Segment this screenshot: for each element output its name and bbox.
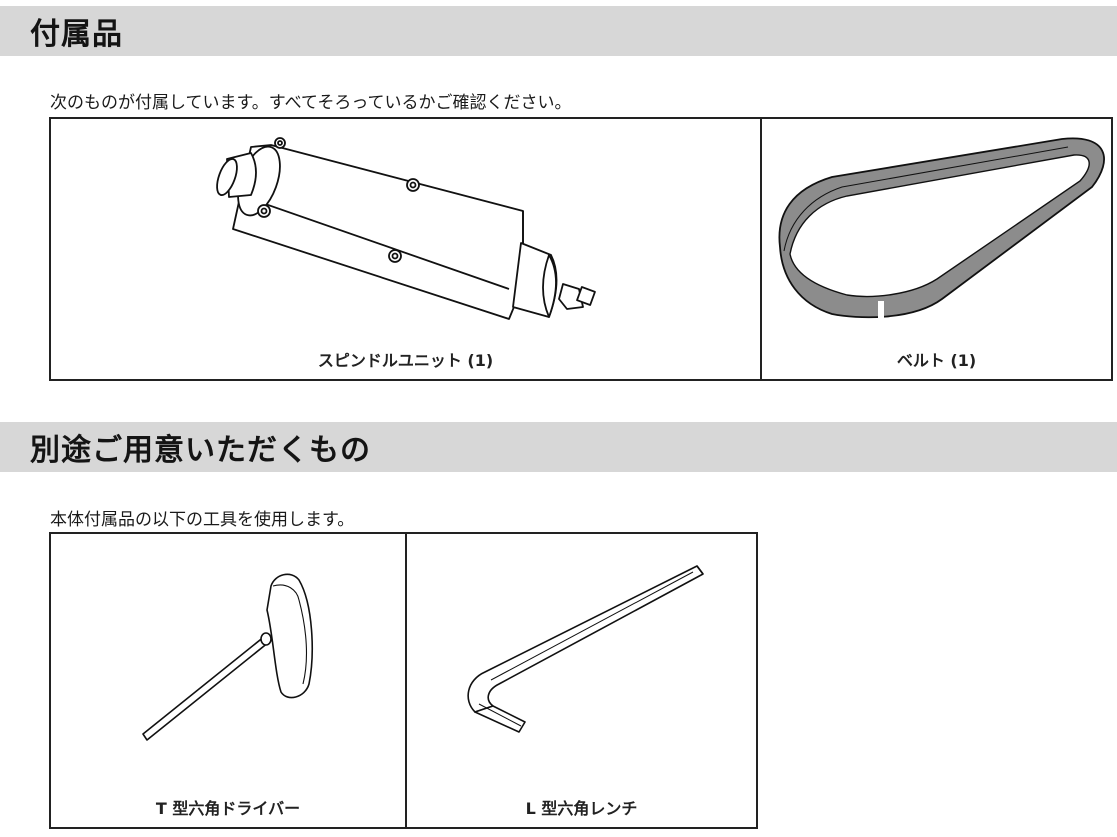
- required-tools-table: T 型六角ドライバー L 型六角レンチ: [49, 532, 758, 829]
- section-title: 別途ご用意いただくもの: [30, 433, 371, 468]
- section-header-required: 別途ご用意いただくもの: [0, 422, 1117, 472]
- l-hex-wrench-icon: [467, 565, 704, 733]
- item-label-spindle: スピンドルユニット (1): [317, 351, 494, 370]
- section-title: 付属品: [30, 17, 123, 52]
- spindle-unit-icon: [216, 137, 596, 320]
- item-cell-t-driver: T 型六角ドライバー: [51, 534, 405, 827]
- included-items-table: スピンドルユニット (1) ベルト (1): [49, 117, 1113, 381]
- item-cell-belt: ベルト (1): [760, 119, 1111, 379]
- section-intro: 次のものが付属しています。すべてそろっているかご確認ください。: [50, 93, 572, 113]
- item-label-t-driver: T 型六角ドライバー: [155, 799, 301, 818]
- t-hex-driver-icon: [142, 573, 313, 741]
- item-cell-spindle: スピンドルユニット (1): [51, 119, 760, 379]
- item-cell-l-wrench: L 型六角レンチ: [405, 534, 756, 827]
- item-label-belt: ベルト (1): [896, 351, 977, 370]
- section-header-included: 付属品: [0, 6, 1117, 56]
- item-label-l-wrench: L 型六角レンチ: [525, 799, 638, 818]
- belt-icon: [778, 137, 1105, 319]
- section-intro: 本体付属品の以下の工具を使用します。: [50, 510, 355, 530]
